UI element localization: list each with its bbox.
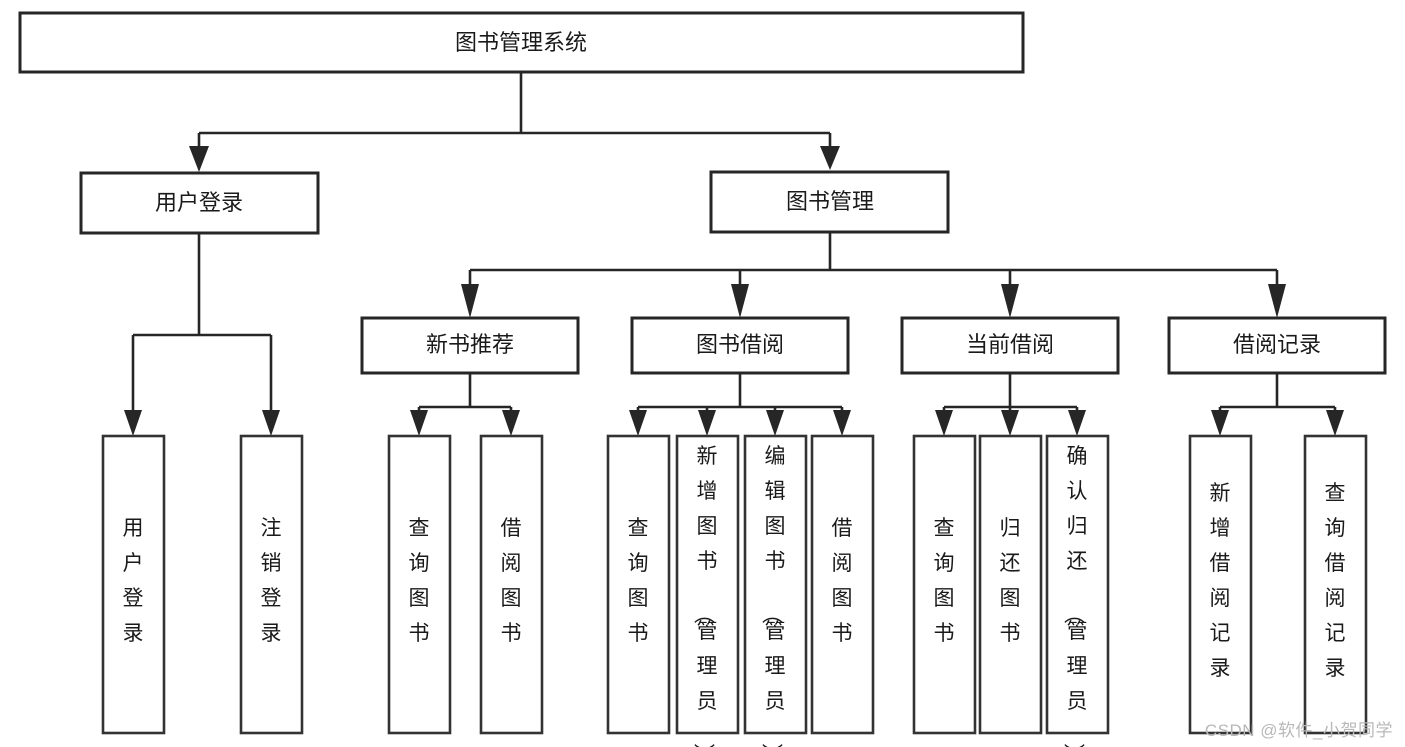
arrowhead-new-book-recommend xyxy=(461,284,479,318)
node-leaf-add-book-box[interactable] xyxy=(675,434,740,735)
arrowhead-leaf-logout xyxy=(262,410,280,436)
arrowhead-leaf-query-book-3 xyxy=(935,410,953,436)
node-root-box[interactable] xyxy=(18,11,1025,74)
arrowhead-book-manage xyxy=(820,146,840,170)
node-user-login-box[interactable] xyxy=(79,171,320,235)
node-leaf-borrow-book-1[interactable]: 借阅图书 xyxy=(479,434,544,735)
node-leaf-add-record-box[interactable] xyxy=(1188,434,1253,735)
node-current-borrow-label: 当前借阅 xyxy=(966,332,1054,357)
node-leaf-add-record-label: 新增借阅记录 xyxy=(1210,482,1231,680)
node-leaf-query-book-2-box[interactable] xyxy=(606,434,671,735)
node-book-manage-label: 图书管理 xyxy=(786,189,874,214)
arrowhead-user-login xyxy=(189,146,209,172)
node-borrow-record-label: 借阅记录 xyxy=(1233,332,1321,357)
node-borrow-record-box[interactable] xyxy=(1167,316,1387,375)
node-leaf-query-book-3-box[interactable] xyxy=(912,434,977,735)
node-leaf-add-book-label: 新增图书（管理员） xyxy=(692,445,718,747)
arrowhead-leaf-user-login xyxy=(124,410,142,436)
node-root[interactable]: 图书管理系统 xyxy=(18,11,1025,74)
node-leaf-query-record[interactable]: 查询借阅记录 xyxy=(1303,434,1368,735)
node-leaf-query-record-box[interactable] xyxy=(1303,434,1368,735)
node-leaf-query-book-1[interactable]: 查询图书 xyxy=(387,434,452,735)
node-leaf-user-login-box[interactable] xyxy=(101,434,166,735)
node-leaf-add-record[interactable]: 新增借阅记录 xyxy=(1188,434,1253,735)
arrowhead-leaf-borrow-book-1 xyxy=(502,410,520,436)
node-new-book-recommend-box[interactable] xyxy=(360,316,580,375)
node-new-book-recommend-label: 新书推荐 xyxy=(426,332,514,357)
node-leaf-return-book[interactable]: 归还图书 xyxy=(978,434,1043,735)
node-user-login[interactable]: 用户登录 xyxy=(79,171,320,235)
node-leaf-edit-book-label: 编辑图书（管理员） xyxy=(760,445,786,747)
node-leaf-return-book-box[interactable] xyxy=(978,434,1043,735)
node-book-borrow[interactable]: 图书借阅 xyxy=(630,316,850,375)
node-leaf-confirm-return[interactable]: 确认归还（管理员） xyxy=(1045,434,1110,747)
node-book-manage-box[interactable] xyxy=(709,170,950,234)
arrowhead-leaf-edit-book xyxy=(766,410,784,436)
connector-layer xyxy=(124,72,1344,436)
node-leaf-query-book-2[interactable]: 查询图书 xyxy=(606,434,671,735)
node-leaf-user-login[interactable]: 用户登录 xyxy=(101,434,166,735)
node-leaf-add-book[interactable]: 新增图书（管理员） xyxy=(675,434,740,747)
arrowhead-leaf-add-book xyxy=(698,410,716,436)
csdn-watermark: CSDN @软件_小贺同学 xyxy=(1204,721,1393,740)
arrowhead-book-borrow xyxy=(731,284,749,318)
arrowhead-leaf-confirm-return xyxy=(1068,410,1086,436)
node-leaf-query-book-3[interactable]: 查询图书 xyxy=(912,434,977,735)
node-new-book-recommend[interactable]: 新书推荐 xyxy=(360,316,580,375)
node-borrow-record[interactable]: 借阅记录 xyxy=(1167,316,1387,375)
node-leaf-borrow-book-2-box[interactable] xyxy=(810,434,875,735)
node-leaf-logout-label: 注销登录 xyxy=(261,517,282,645)
arrowhead-leaf-query-book-1 xyxy=(410,410,428,436)
node-leaf-borrow-book-2[interactable]: 借阅图书 xyxy=(810,434,875,735)
node-leaf-logout[interactable]: 注销登录 xyxy=(239,434,304,735)
node-current-borrow[interactable]: 当前借阅 xyxy=(900,316,1120,375)
node-book-borrow-label: 图书借阅 xyxy=(696,332,784,357)
node-leaf-edit-book[interactable]: 编辑图书（管理员） xyxy=(743,434,808,747)
node-root-label: 图书管理系统 xyxy=(455,30,587,55)
arrowhead-leaf-borrow-book-2 xyxy=(833,410,851,436)
node-leaf-query-book-3-label: 查询图书 xyxy=(934,517,955,645)
node-leaf-borrow-book-1-box[interactable] xyxy=(479,434,544,735)
node-user-login-label: 用户登录 xyxy=(155,190,243,215)
arrowhead-leaf-return-book xyxy=(1001,410,1019,436)
node-leaf-query-book-2-label: 查询图书 xyxy=(628,517,649,645)
node-book-borrow-box[interactable] xyxy=(630,316,850,375)
arrowhead-leaf-add-record xyxy=(1211,410,1229,436)
node-leaf-return-book-label: 归还图书 xyxy=(1000,517,1021,645)
node-leaf-logout-box[interactable] xyxy=(239,434,304,735)
node-current-borrow-box[interactable] xyxy=(900,316,1120,375)
node-leaf-query-record-label: 查询借阅记录 xyxy=(1325,482,1346,680)
node-leaf-borrow-book-1-label: 借阅图书 xyxy=(501,517,522,645)
node-leaf-user-login-label: 用户登录 xyxy=(123,517,144,645)
node-leaf-edit-book-box[interactable] xyxy=(743,434,808,735)
arrowhead-borrow-record xyxy=(1268,284,1286,318)
node-book-manage[interactable]: 图书管理 xyxy=(709,170,950,234)
node-leaf-confirm-return-box[interactable] xyxy=(1045,434,1110,735)
node-leaf-borrow-book-2-label: 借阅图书 xyxy=(832,517,853,645)
node-leaf-confirm-return-label: 确认归还（管理员） xyxy=(1062,445,1088,747)
arrowhead-current-borrow xyxy=(1001,284,1019,318)
arrowhead-leaf-query-book-2 xyxy=(629,410,647,436)
node-leaf-query-book-1-box[interactable] xyxy=(387,434,452,735)
node-leaf-query-book-1-label: 查询图书 xyxy=(409,517,430,645)
arrowhead-leaf-query-record xyxy=(1326,410,1344,436)
